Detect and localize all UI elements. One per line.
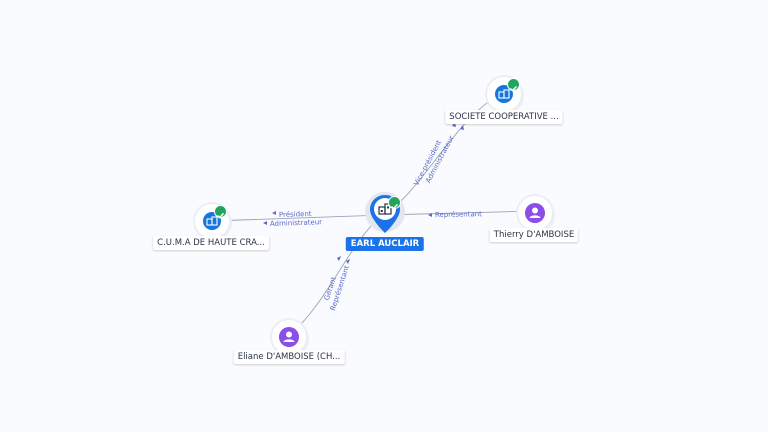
- node-earl-auclair[interactable]: [365, 192, 405, 238]
- node-societe-cooperative[interactable]: [487, 77, 527, 117]
- building-icon: [498, 89, 510, 99]
- edge-arrow-icon: [272, 211, 276, 215]
- edge-label-administrateur: Administrateur: [270, 218, 323, 228]
- edge-thierry-center: [382, 210, 535, 216]
- edge-label-president: Président: [279, 210, 312, 219]
- edge-arrow-icon: [460, 125, 464, 130]
- node-thierry-damboise[interactable]: [518, 196, 558, 236]
- verified-check-icon: [214, 205, 227, 219]
- edge-arrow-icon: [346, 259, 350, 264]
- node-label-societe-cooperative[interactable]: SOCIETE COOPERATIVE ...: [445, 110, 563, 124]
- node-label-earl-auclair[interactable]: EARL AUCLAIR: [345, 237, 425, 251]
- node-label-thierry-damboise[interactable]: Thierry D'AMBOISE: [489, 228, 579, 242]
- node-label-eliane-damboise[interactable]: Eliane D'AMBOISE (CH...: [233, 350, 345, 364]
- node-label-cuma[interactable]: C.U.M.A DE HAUTE CRA...: [153, 236, 269, 250]
- edge-label-representant: Représentant: [435, 210, 482, 219]
- verified-check-icon: [507, 78, 520, 92]
- edge-arrow-icon: [263, 221, 267, 225]
- node-eliane-damboise[interactable]: [272, 320, 312, 360]
- node-cuma[interactable]: [195, 204, 235, 244]
- edge-arrow-icon: [337, 256, 341, 261]
- building-icon: [206, 216, 218, 226]
- edge-arrow-icon: [428, 213, 432, 217]
- edge-center-cuma: [211, 214, 384, 222]
- person-icon: [529, 207, 541, 218]
- person-icon: [283, 331, 295, 342]
- verified-check-icon: [388, 196, 401, 210]
